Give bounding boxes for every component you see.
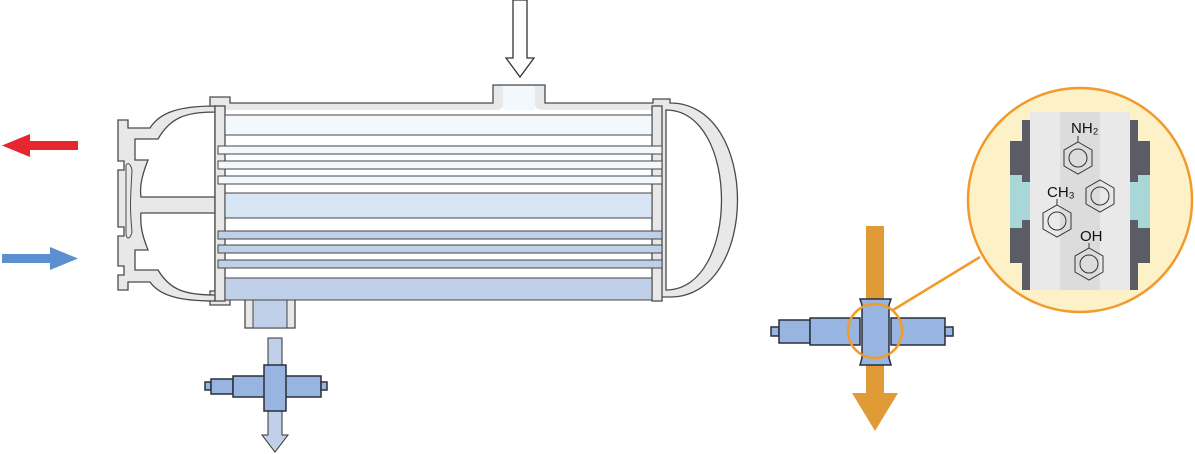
zoom-circle <box>846 302 904 360</box>
amine-label: NH₂ <box>1071 120 1099 137</box>
orange-flow-arrow <box>852 393 898 431</box>
blue-inlet-arrow <box>2 247 78 270</box>
red-outlet-arrow <box>2 134 78 157</box>
methyl-label: CH₃ <box>1047 184 1075 201</box>
white-inlet-arrow <box>504 0 536 79</box>
outlet-valve <box>204 337 328 453</box>
column-valve <box>770 226 981 431</box>
down-arrow <box>260 409 290 453</box>
tube-bundle <box>217 86 663 329</box>
hydroxyl-label: OH <box>1080 228 1103 245</box>
column-inset: NH₂ CH₃ OH <box>966 86 1194 314</box>
